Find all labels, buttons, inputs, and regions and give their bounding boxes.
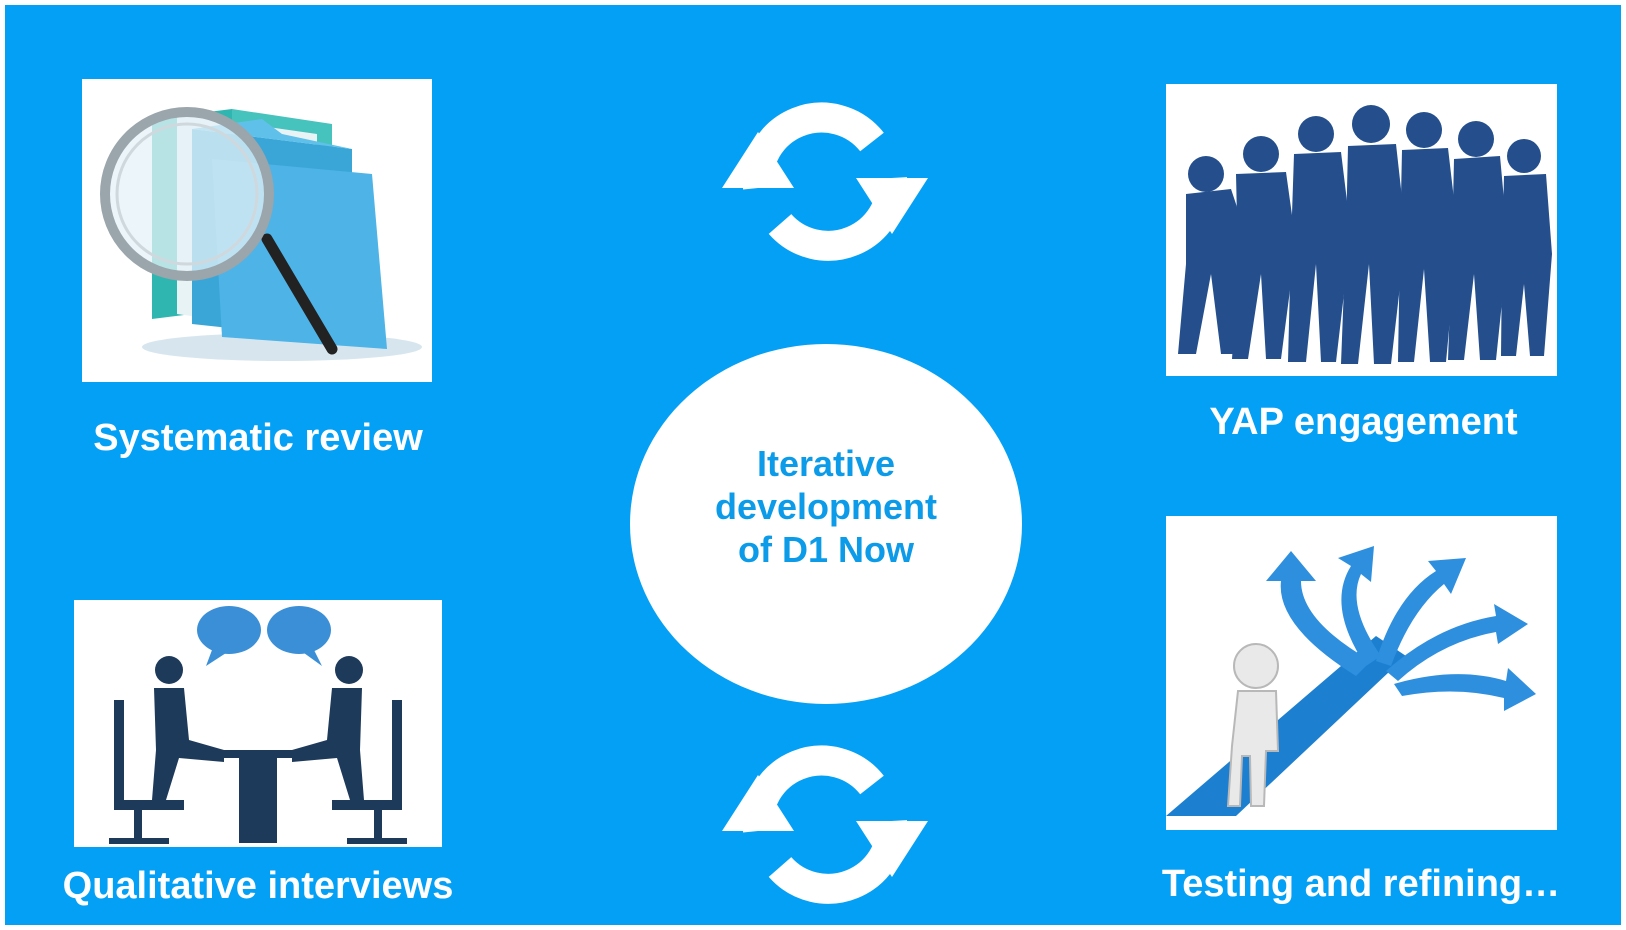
interview-people-icon — [74, 600, 442, 847]
interview-table-illustration — [74, 600, 442, 847]
caption-systematic-review: Systematic review — [93, 417, 423, 459]
center-label: Iterative development of D1 Now — [630, 442, 1022, 572]
refresh-cycle-icon — [722, 735, 928, 915]
people-silhouettes-icon — [1166, 84, 1557, 376]
refresh-cycle-icon — [722, 92, 928, 272]
people-silhouettes-illustration — [1166, 84, 1557, 376]
center-circle — [630, 344, 1022, 704]
caption-testing-and-refining: Testing and refining… — [1161, 863, 1561, 905]
caption-qualitative-interviews: Qualitative interviews — [62, 865, 454, 907]
center-label-line-2: development — [714, 486, 938, 528]
folder-magnifier-icon — [82, 79, 432, 382]
decision-arrows-icon — [1166, 516, 1557, 830]
caption-yap-engagement: YAP engagement — [1209, 401, 1518, 443]
center-label-line-1: Iterative — [756, 443, 896, 484]
decision-arrows-illustration — [1166, 516, 1557, 830]
folder-magnifier-illustration — [82, 79, 432, 382]
center-label-line-3: of D1 Now — [738, 529, 914, 571]
